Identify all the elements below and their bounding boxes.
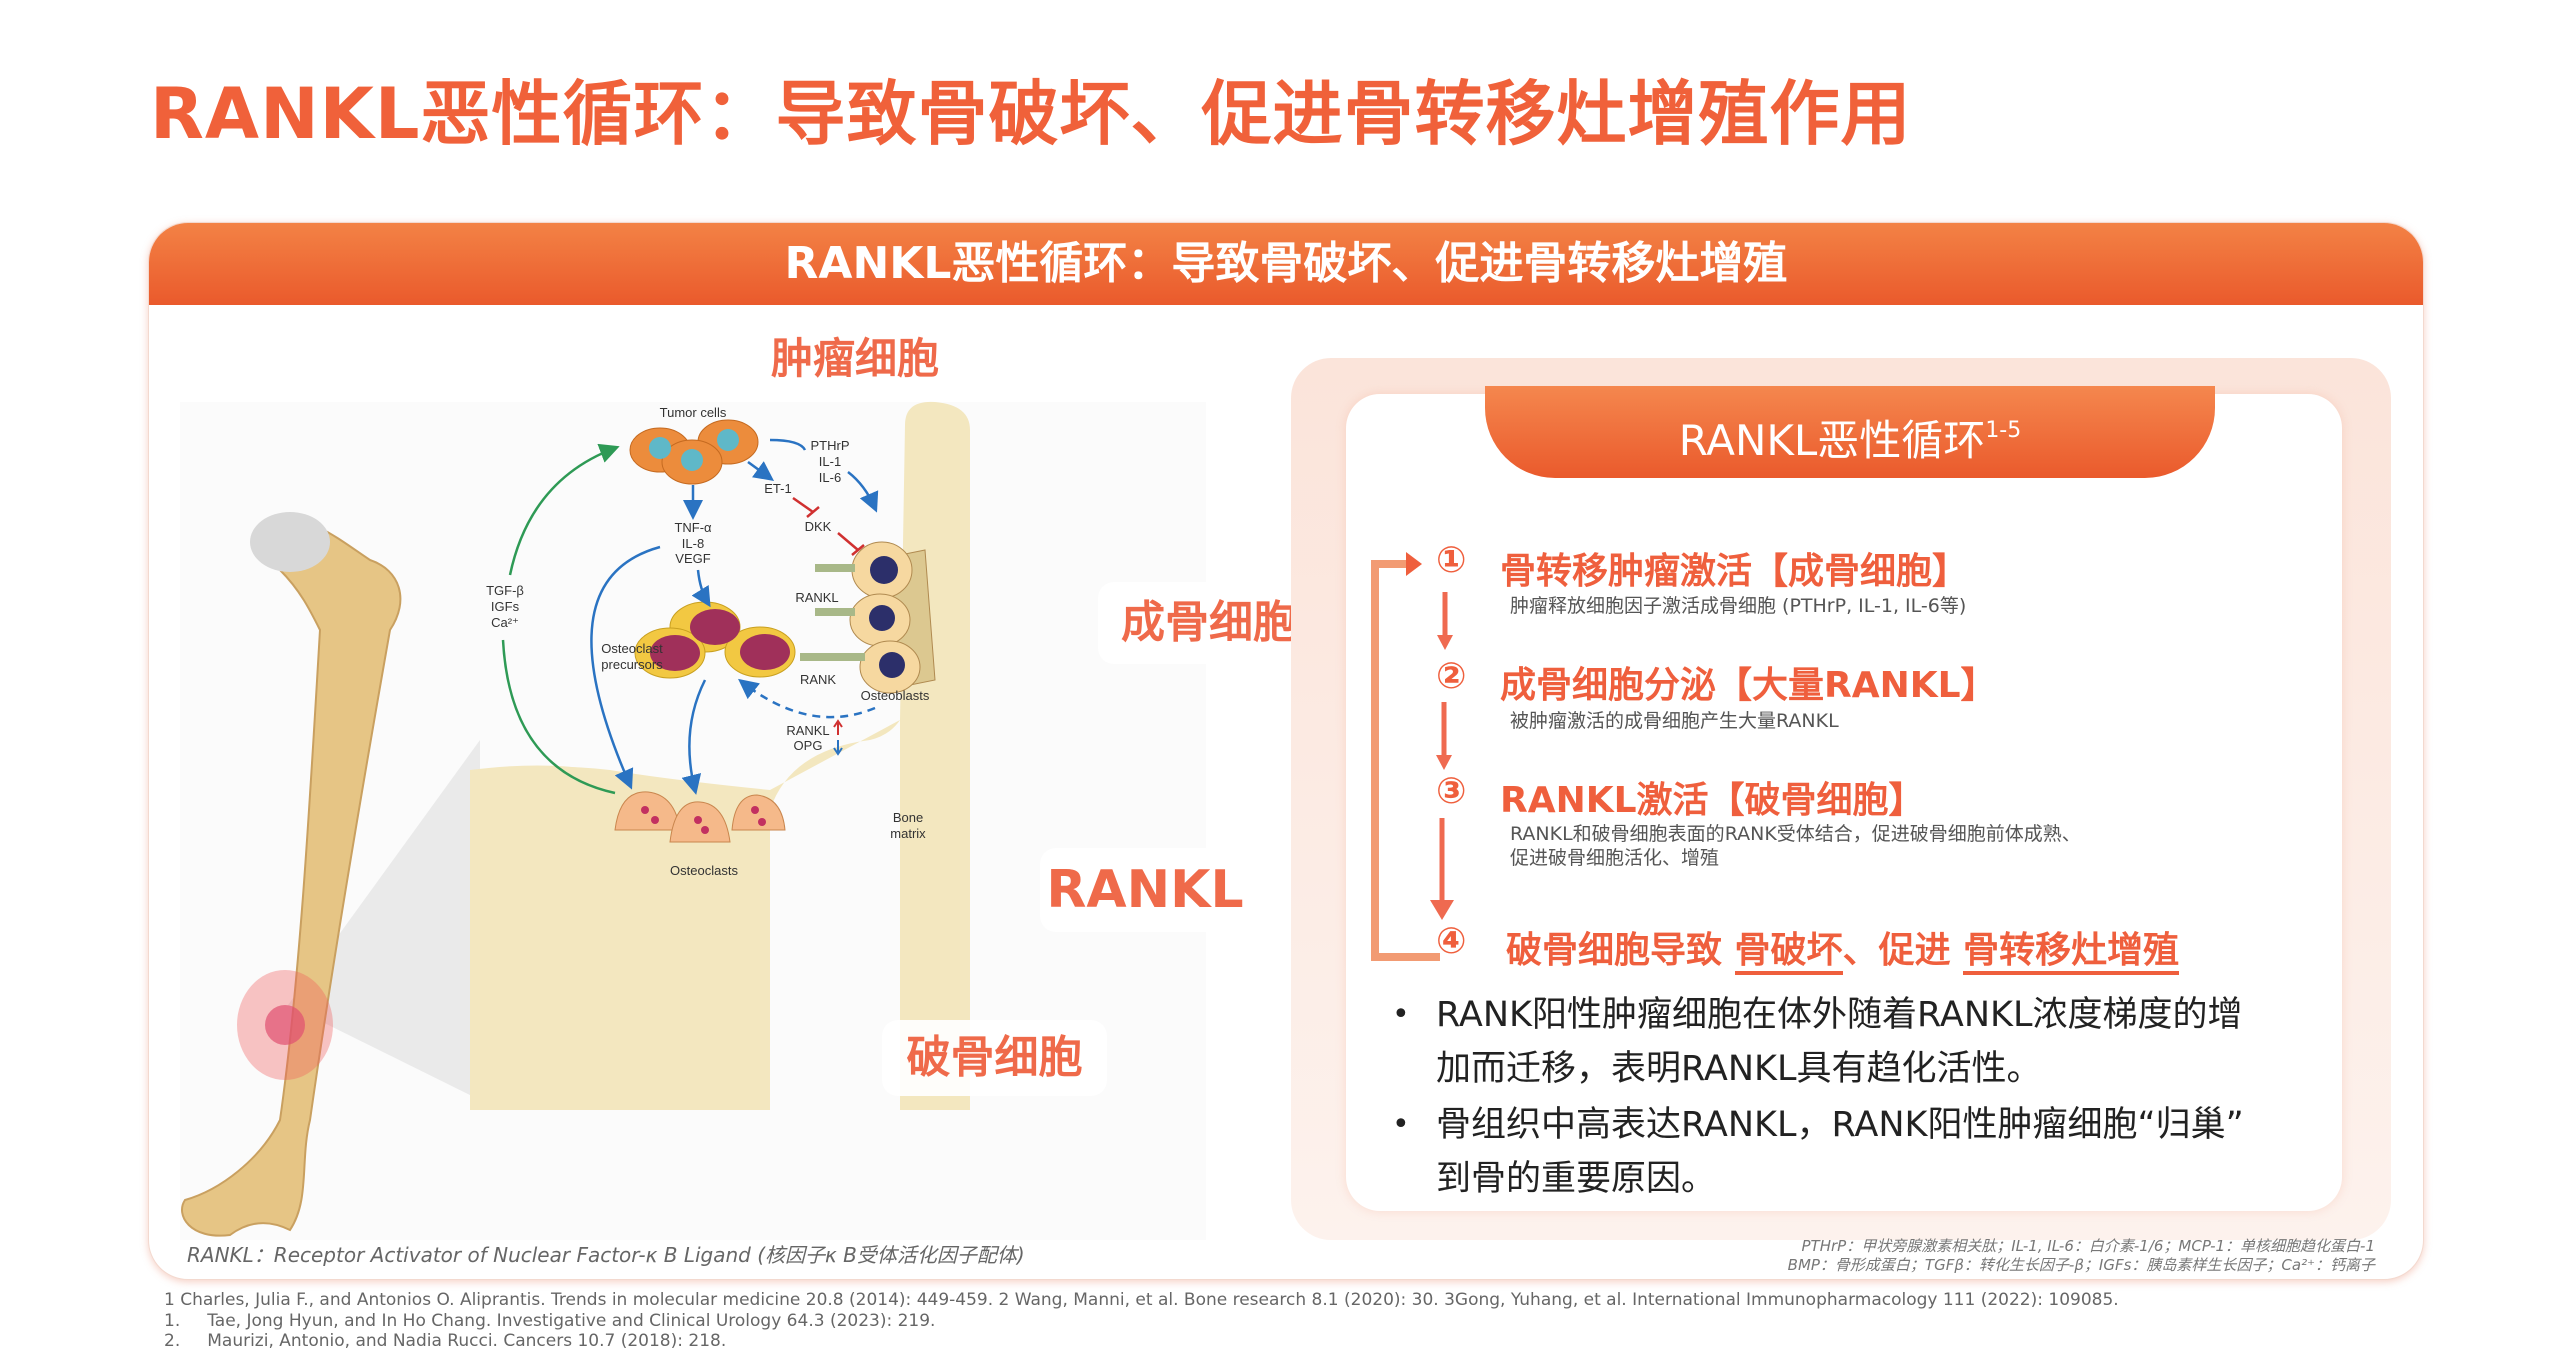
label-et1: ET-1 — [764, 481, 791, 496]
step-2-number: ② — [1436, 656, 1467, 697]
bullet-1-line-1: RANK阳性肿瘤细胞在体外随着RANKL浓度梯度的增 — [1436, 995, 2243, 1035]
label-bone: Bone — [893, 810, 923, 825]
step-3-desc-2: 促进破骨细胞活化、增殖 — [1510, 847, 1720, 869]
abbreviations-1: PTHrP：甲状旁腺激素相关肽；IL-1, IL-6：白介素-1/6；MCP-1… — [1801, 1237, 2376, 1255]
cycle-tab-title: RANKL恶性循环1-5 — [1485, 386, 2215, 478]
step-3-title: RANKL激活【破骨细胞】 — [1500, 780, 1925, 821]
label-igfs: IGFs — [491, 599, 520, 614]
cycle-title: RANKL恶性循环 — [1678, 416, 1986, 465]
label-tumor-cells: Tumor cells — [660, 405, 727, 420]
bullet-2-line-2: 到骨的重要原因。 — [1436, 1159, 1717, 1199]
label-il6: IL-6 — [819, 470, 841, 485]
cycle-citation: 1-5 — [1985, 418, 2022, 443]
step-2-desc: 被肿瘤激活的成骨细胞产生大量RANKL — [1510, 710, 1839, 732]
bullet-1: • RANK阳性肿瘤细胞在体外随着RANKL浓度梯度的增加而迁移，表明RANKL具… — [1392, 988, 2243, 1096]
reference-3: 2. Maurizi, Antonio, and Nadia Rucci. Ca… — [164, 1331, 727, 1351]
label-rank: RANK — [800, 672, 836, 687]
tumor-lesion — [265, 1005, 305, 1045]
step-4-text: 破骨细胞导致 — [1506, 930, 1735, 971]
page-title: RANKL恶性循环：导致骨破坏、促进骨转移灶增殖作用 — [150, 73, 1912, 155]
femur-illustration — [181, 512, 480, 1237]
label-osteoclast-cn: 破骨细胞 — [882, 1020, 1107, 1096]
label-tgf: TGF-β — [486, 583, 524, 598]
label-vegf: VEGF — [675, 551, 710, 566]
label-precursors: Osteoclast — [601, 641, 663, 656]
label-dkk: DKK — [805, 519, 832, 534]
label-precursors-2: precursors — [601, 657, 663, 672]
step-4-highlight-metastasis: 骨转移灶增殖 — [1963, 930, 2180, 975]
label-opg-down: OPG — [794, 738, 823, 753]
card-header: RANKL恶性循环：导致骨破坏、促进骨转移灶增殖 — [149, 223, 2423, 305]
step-1-number: ① — [1436, 540, 1467, 581]
bullet-2-line-1: 骨组织中高表达RANKL，RANK阳性肿瘤细胞“归巢” — [1436, 1105, 2244, 1145]
label-il1: IL-1 — [819, 454, 841, 469]
step-4-title: 破骨细胞导致 骨破坏、促进 骨转移灶增殖 — [1506, 921, 2180, 975]
label-ca: Ca²⁺ — [491, 615, 519, 630]
label-il8: IL-8 — [682, 536, 704, 551]
bullet-dot: • — [1392, 997, 1410, 1032]
cycle-card — [1346, 394, 2342, 1211]
step-3-number: ③ — [1436, 771, 1467, 812]
label-matrix: matrix — [890, 826, 926, 841]
zoom-wedge — [288, 740, 480, 1100]
step-4-number: ④ — [1436, 921, 1467, 962]
bullet-dot: • — [1392, 1107, 1410, 1142]
step-1-desc: 肿瘤释放细胞因子激活成骨细胞 (PTHrP, IL-1, IL-6等) — [1510, 595, 1967, 617]
step-4-text-2: 、促进 — [1842, 930, 1964, 971]
bullet-1-line-2: 加而迁移，表明RANKL具有趋化活性。 — [1436, 1049, 2042, 1089]
step-3-desc: RANKL和破骨细胞表面的RANK受体结合，促进破骨细胞前体成熟、 — [1510, 823, 2081, 845]
reference-2: 1. Tae, Jong Hyun, and In Ho Chang. Inve… — [164, 1311, 936, 1331]
label-tnf: TNF-α — [674, 520, 712, 535]
label-rankl-cn: RANKL — [1040, 848, 1250, 932]
cycle-arrows — [1371, 552, 1454, 961]
label-osteoclasts: Osteoclasts — [670, 863, 738, 878]
bullet-2: • 骨组织中高表达RANKL，RANK阳性肿瘤细胞“归巢” 到骨的重要原因。 — [1392, 1098, 2244, 1206]
step-2-title: 成骨细胞分泌【大量RANKL】 — [1500, 665, 1997, 706]
label-rankl: RANKL — [795, 590, 838, 605]
step-1: 骨转移肿瘤激活【成骨细胞】 — [1436, 542, 1968, 594]
abbreviations-2: BMP：骨形成蛋白；TGFβ：转化生长因子-β；IGFs：胰岛素样生长因子；Ca… — [1787, 1256, 2375, 1274]
reference-1: 1 Charles, Julia F., and Antonios O. Ali… — [164, 1290, 2119, 1310]
bone-shape — [181, 518, 402, 1237]
label-pthrp: PTHrP — [811, 438, 850, 453]
step-1-title: 骨转移肿瘤激活【成骨细胞】 — [1500, 551, 1969, 592]
label-osteoblast-cn: 成骨细胞 — [1098, 582, 1320, 664]
mechanism-diagram: Tumor cells PTHrP IL-1 IL-6 ET-1 DKK TNF… — [470, 401, 970, 1110]
label-tumor-cells-cn: 肿瘤细胞 — [770, 334, 939, 383]
label-osteoblasts: Osteoblasts — [861, 688, 930, 703]
bone-head — [250, 512, 330, 572]
label-rankl-up: RANKL — [786, 723, 829, 738]
rankl-footnote: RANKL：Receptor Activator of Nuclear Fact… — [187, 1243, 1025, 1267]
step-4-highlight-bone-destruction: 骨破坏 — [1734, 930, 1843, 975]
